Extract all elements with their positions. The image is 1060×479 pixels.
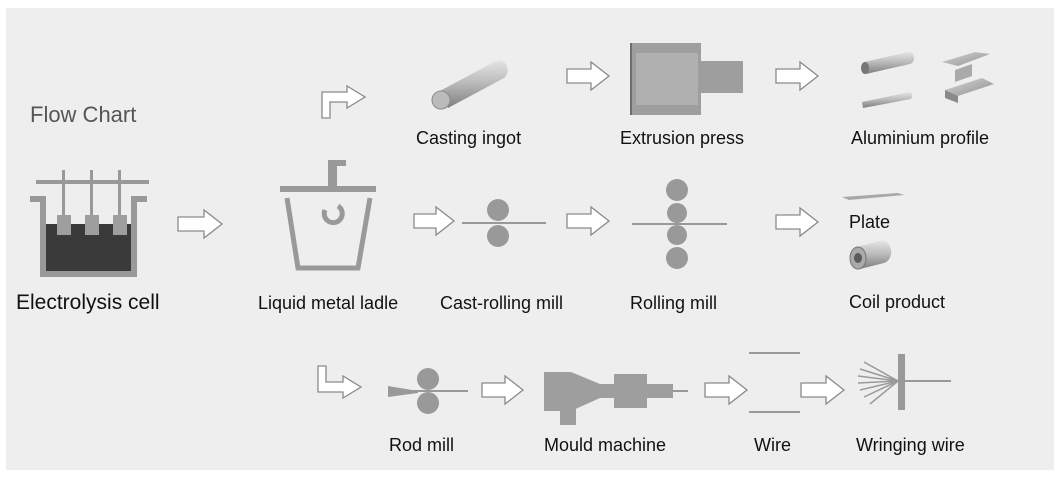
rolling-mill-icon bbox=[632, 179, 727, 269]
arrow-right-icon bbox=[775, 60, 820, 92]
plate-label: Plate bbox=[849, 212, 891, 232]
coil-product-label: Coil product bbox=[849, 292, 946, 312]
casting-ingot-icon bbox=[431, 60, 508, 110]
mould-machine-icon bbox=[544, 372, 688, 425]
wringing-wire-label: Wringing wire bbox=[856, 435, 965, 455]
extrusion-press-label: Extrusion press bbox=[620, 128, 745, 148]
electrolysis-cell-icon bbox=[30, 170, 149, 277]
extrusion-press-icon bbox=[630, 43, 743, 115]
liquid-metal-ladle-label: Liquid metal ladle bbox=[258, 293, 399, 313]
cast-rolling-mill-icon bbox=[462, 199, 546, 247]
aluminium-profile-label: Aluminium profile bbox=[851, 128, 990, 148]
wringing-wire-icon bbox=[857, 354, 951, 410]
arrow-right-icon bbox=[775, 206, 820, 238]
arrow-turn-down-right-icon bbox=[317, 365, 363, 400]
cast-rolling-mill-label: Cast-rolling mill bbox=[440, 293, 564, 313]
aluminium-profile-icon bbox=[861, 51, 994, 108]
arrow-right-icon bbox=[413, 205, 456, 237]
mould-machine-label: Mould machine bbox=[544, 435, 667, 455]
electrolysis-cell-label: Electrolysis cell bbox=[16, 291, 160, 314]
ladle-icon bbox=[280, 160, 376, 271]
arrow-right-icon bbox=[704, 374, 749, 406]
page-title: Flow Chart bbox=[30, 102, 137, 127]
wire-icon bbox=[749, 352, 800, 413]
rod-mill-label: Rod mill bbox=[389, 435, 455, 455]
arrow-right-icon bbox=[177, 208, 224, 240]
rolling-mill-label: Rolling mill bbox=[630, 293, 718, 313]
arrow-right-icon bbox=[566, 60, 611, 92]
rod-mill-icon bbox=[388, 368, 468, 414]
wire-label: Wire bbox=[754, 435, 791, 455]
coil-product-icon bbox=[849, 240, 892, 270]
plate-icon bbox=[842, 193, 904, 200]
arrow-right-icon bbox=[800, 374, 846, 406]
arrow-turn-up-right-icon bbox=[321, 84, 367, 119]
arrow-right-icon bbox=[481, 374, 525, 406]
background-panel bbox=[6, 8, 1054, 470]
casting-ingot-label: Casting ingot bbox=[416, 128, 522, 148]
arrow-right-icon bbox=[566, 205, 611, 237]
